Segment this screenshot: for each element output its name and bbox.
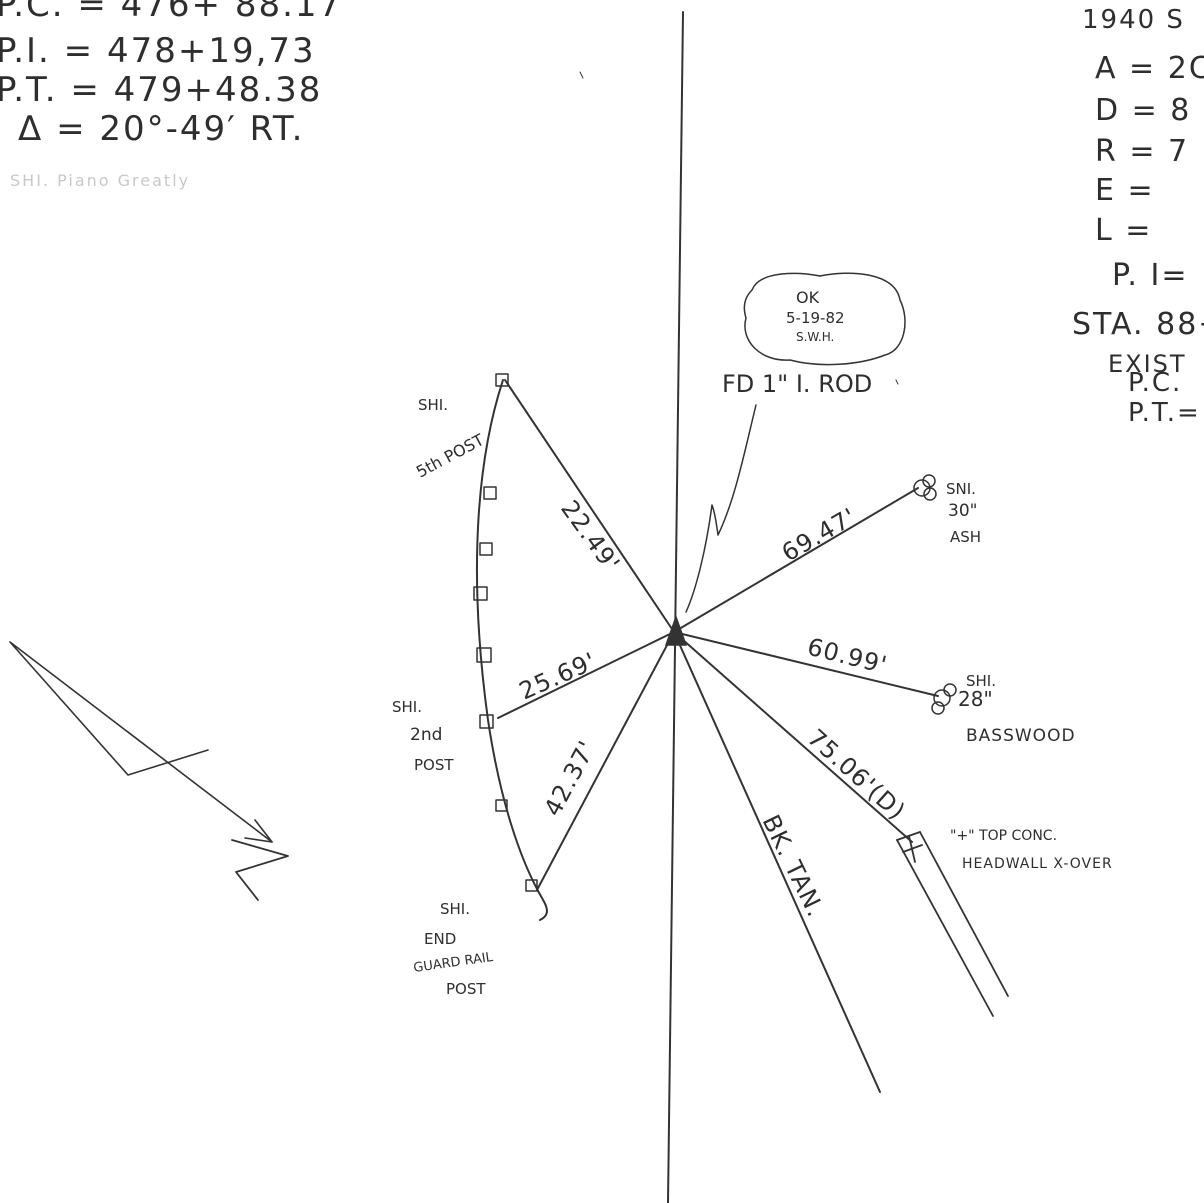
right-existing: EXIST [1108,350,1187,378]
label-basswood-size: 28" [958,687,993,711]
center-point-leader [685,404,757,613]
right-d: D = 8 [1095,93,1191,128]
right-sta: STA. 88+ [1072,307,1204,342]
tree-basswood-icon [931,683,957,715]
post-end [525,879,538,892]
line-back-tangent [673,631,881,1093]
label-post2-shi: SHI. [392,698,422,716]
center-point-marker [664,614,688,646]
label-post2-post: POST [414,756,454,774]
guardrail [473,373,548,921]
line-end-post [536,631,675,891]
headwall-symbol [896,831,1009,1017]
post-marker [495,799,508,812]
post-marker [479,542,493,556]
right-header: 1940 S [1082,5,1185,35]
centerline [667,11,684,1203]
stamp-ok: OK [796,288,820,307]
center-point-label: FD 1" I. ROD [722,370,872,398]
line-basswood [673,631,939,697]
label-endpost-guardrail: GUARD RAIL [412,950,494,976]
label-headwall-top: "+" TOP CONC. [950,828,1057,844]
distance-basswood: 60.99' [805,633,891,680]
curve-data-right: 1940 S A = 2C D = 8 R = 7 E = L = P. I= … [1072,5,1204,428]
distance-ash: 69.47' [777,502,861,567]
pt-station: P.T. = 479+48.38 [0,70,322,110]
distance-end-post: 42.37' [539,736,602,821]
back-tangent-label: BK. TAN. [757,810,831,921]
right-l: L = [1095,213,1152,248]
right-pi: P. I= [1112,258,1188,293]
stamp-initials: S.W.H. [796,330,834,344]
stray-mark [895,379,899,385]
line-2nd-post [497,631,675,719]
label-basswood-shi: SHI. [966,672,996,690]
post-marker [483,486,497,500]
right-r: R = 7 [1095,134,1189,169]
line-ash [673,487,919,633]
north-arrow-icon: N [9,641,289,901]
radiating-lines [497,379,939,1093]
approval-stamp: OK 5-19-82 S.W.H. [743,272,906,366]
line-5th-post [504,379,675,633]
cross-icon [908,835,916,863]
line-headwall [673,631,913,843]
pi-station: P.I. = 478+19,73 [0,31,316,71]
stray-mark [579,71,584,79]
faint-bleed-text: SHI. Piano Greatly [10,171,190,190]
label-endpost-shi: SHI. [440,900,470,918]
label-post5-shi: SHI. [418,396,448,414]
tree-ash-icon [913,474,937,501]
post-5th [495,373,509,387]
right-pt: P.T.= [1128,398,1201,428]
post-2nd [479,714,494,729]
north-letter: N [260,857,261,859]
post-marker [473,586,488,601]
right-pc: P.C. [1128,368,1182,398]
guardrail-arc [475,379,548,921]
label-basswood-name: BASSWOOD [966,726,1076,746]
label-ash-shi: SNI. [946,480,976,498]
label-post2-num: 2nd [410,725,442,745]
distance-headwall: 75.06'(D) [802,724,911,826]
pc-station: P.C. = 476+ 88.17 [0,0,342,25]
label-endpost-post: POST [446,980,486,998]
right-e: E = [1095,173,1155,208]
distance-2nd-post: 25.69' [515,647,601,706]
post-marker [476,647,492,663]
label-endpost-end: END [424,930,456,948]
curve-data-left: P.C. = 476+ 88.17 P.I. = 478+19,73 P.T. … [0,0,342,190]
stamp-date: 5-19-82 [786,309,845,327]
label-ash-name: ASH [950,528,981,546]
right-a: A = 2C [1095,51,1204,86]
label-headwall-name: HEADWALL X-OVER [962,856,1113,872]
label-ash-size: 30" [948,501,977,521]
label-post5-name: 5th POST [413,430,487,482]
delta-angle: Δ = 20°-49′ RT. [18,109,304,149]
